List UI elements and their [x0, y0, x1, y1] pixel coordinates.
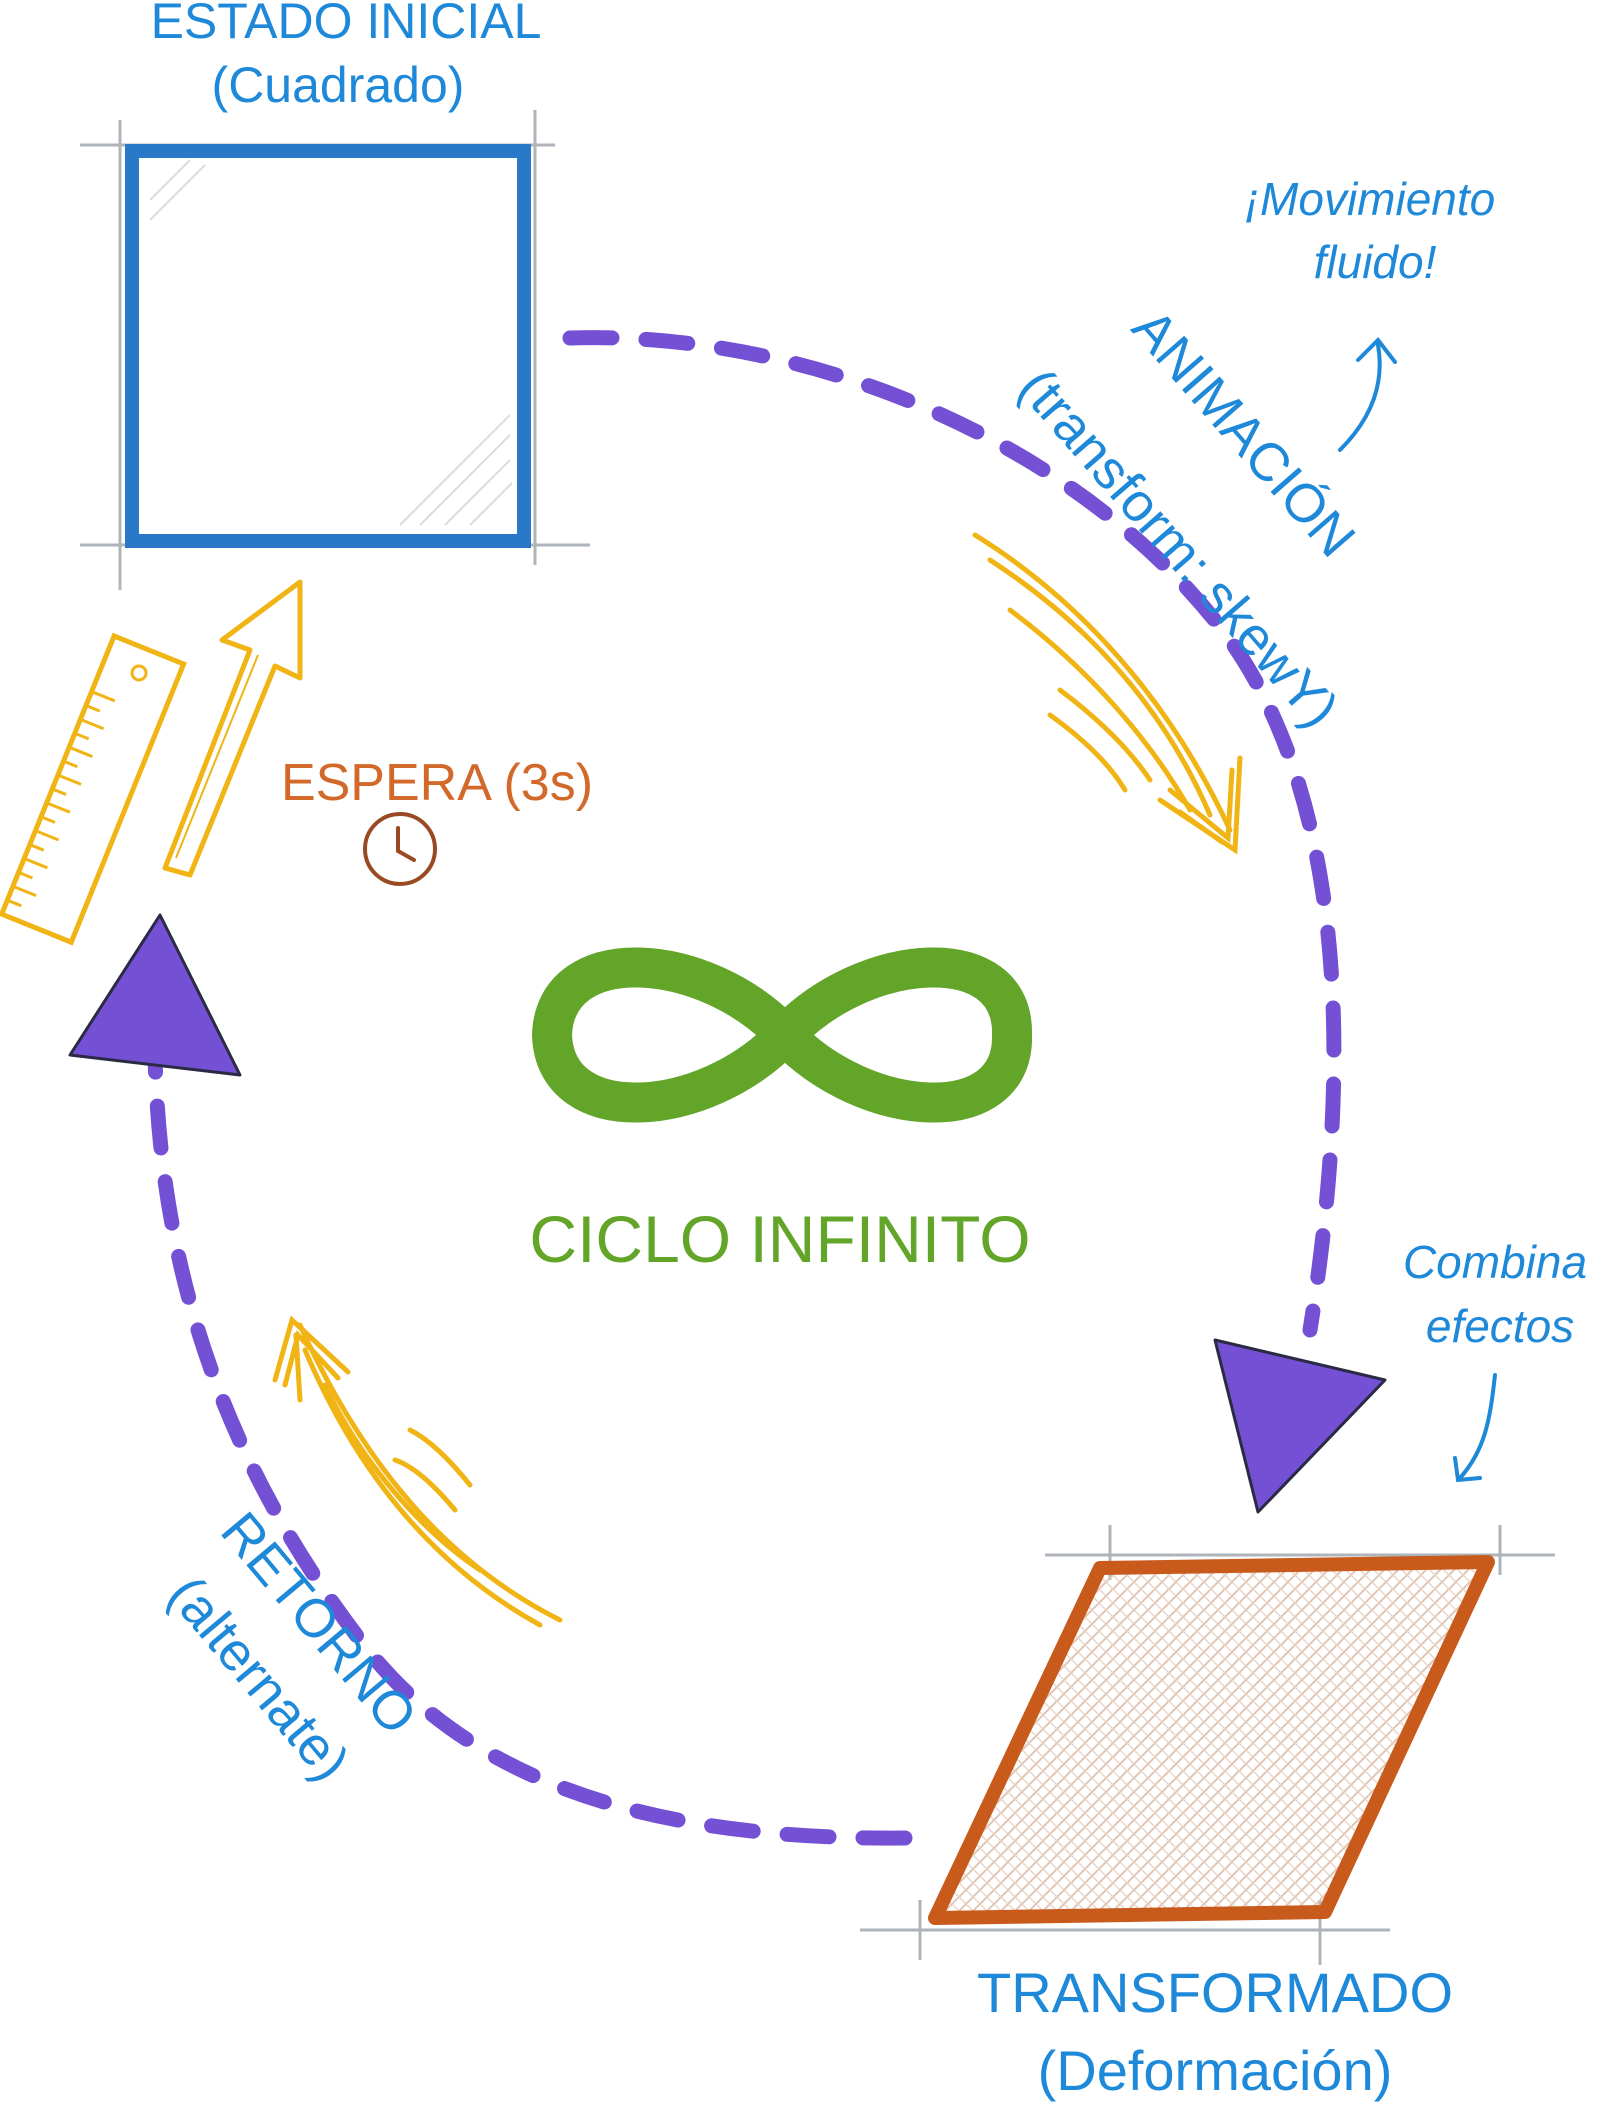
wait-label: ESPERA (3s)	[281, 754, 593, 812]
clock-icon	[363, 812, 437, 886]
fluid-note-line1: ¡Movimiento	[1245, 173, 1496, 225]
fluid-note-line2: fluido!	[1314, 236, 1437, 288]
transformed-state-title: TRANSFORMADO	[977, 1961, 1453, 2024]
transformed-state-subtitle: (Deformación)	[1038, 2039, 1393, 2102]
combine-note-arrow	[1453, 1373, 1497, 1483]
combine-note-line2: efectos	[1426, 1300, 1574, 1352]
return-motion-arrow	[272, 1315, 563, 1628]
cycle-path	[147, 330, 1342, 1846]
initial-square	[80, 110, 590, 590]
fluid-note-arrow	[1338, 336, 1397, 452]
return-to-start-arrow	[162, 579, 303, 878]
infinity-icon	[532, 947, 1032, 1123]
animation-motion-arrow	[972, 532, 1243, 855]
ruler-icon	[0, 632, 187, 946]
cycle-arrowhead-up	[68, 913, 242, 1077]
animation-subtitle: (transform: skewY)	[1007, 358, 1350, 739]
transformed-parallelogram	[860, 1525, 1555, 1965]
initial-state-title: ESTADO INICIAL	[151, 0, 542, 49]
initial-state-subtitle: (Cuadrado)	[212, 57, 465, 113]
cycle-label: CICLO INFINITO	[529, 1202, 1030, 1276]
cycle-arrowhead-down	[1213, 1338, 1387, 1514]
combine-note-line1: Combina	[1403, 1236, 1587, 1288]
